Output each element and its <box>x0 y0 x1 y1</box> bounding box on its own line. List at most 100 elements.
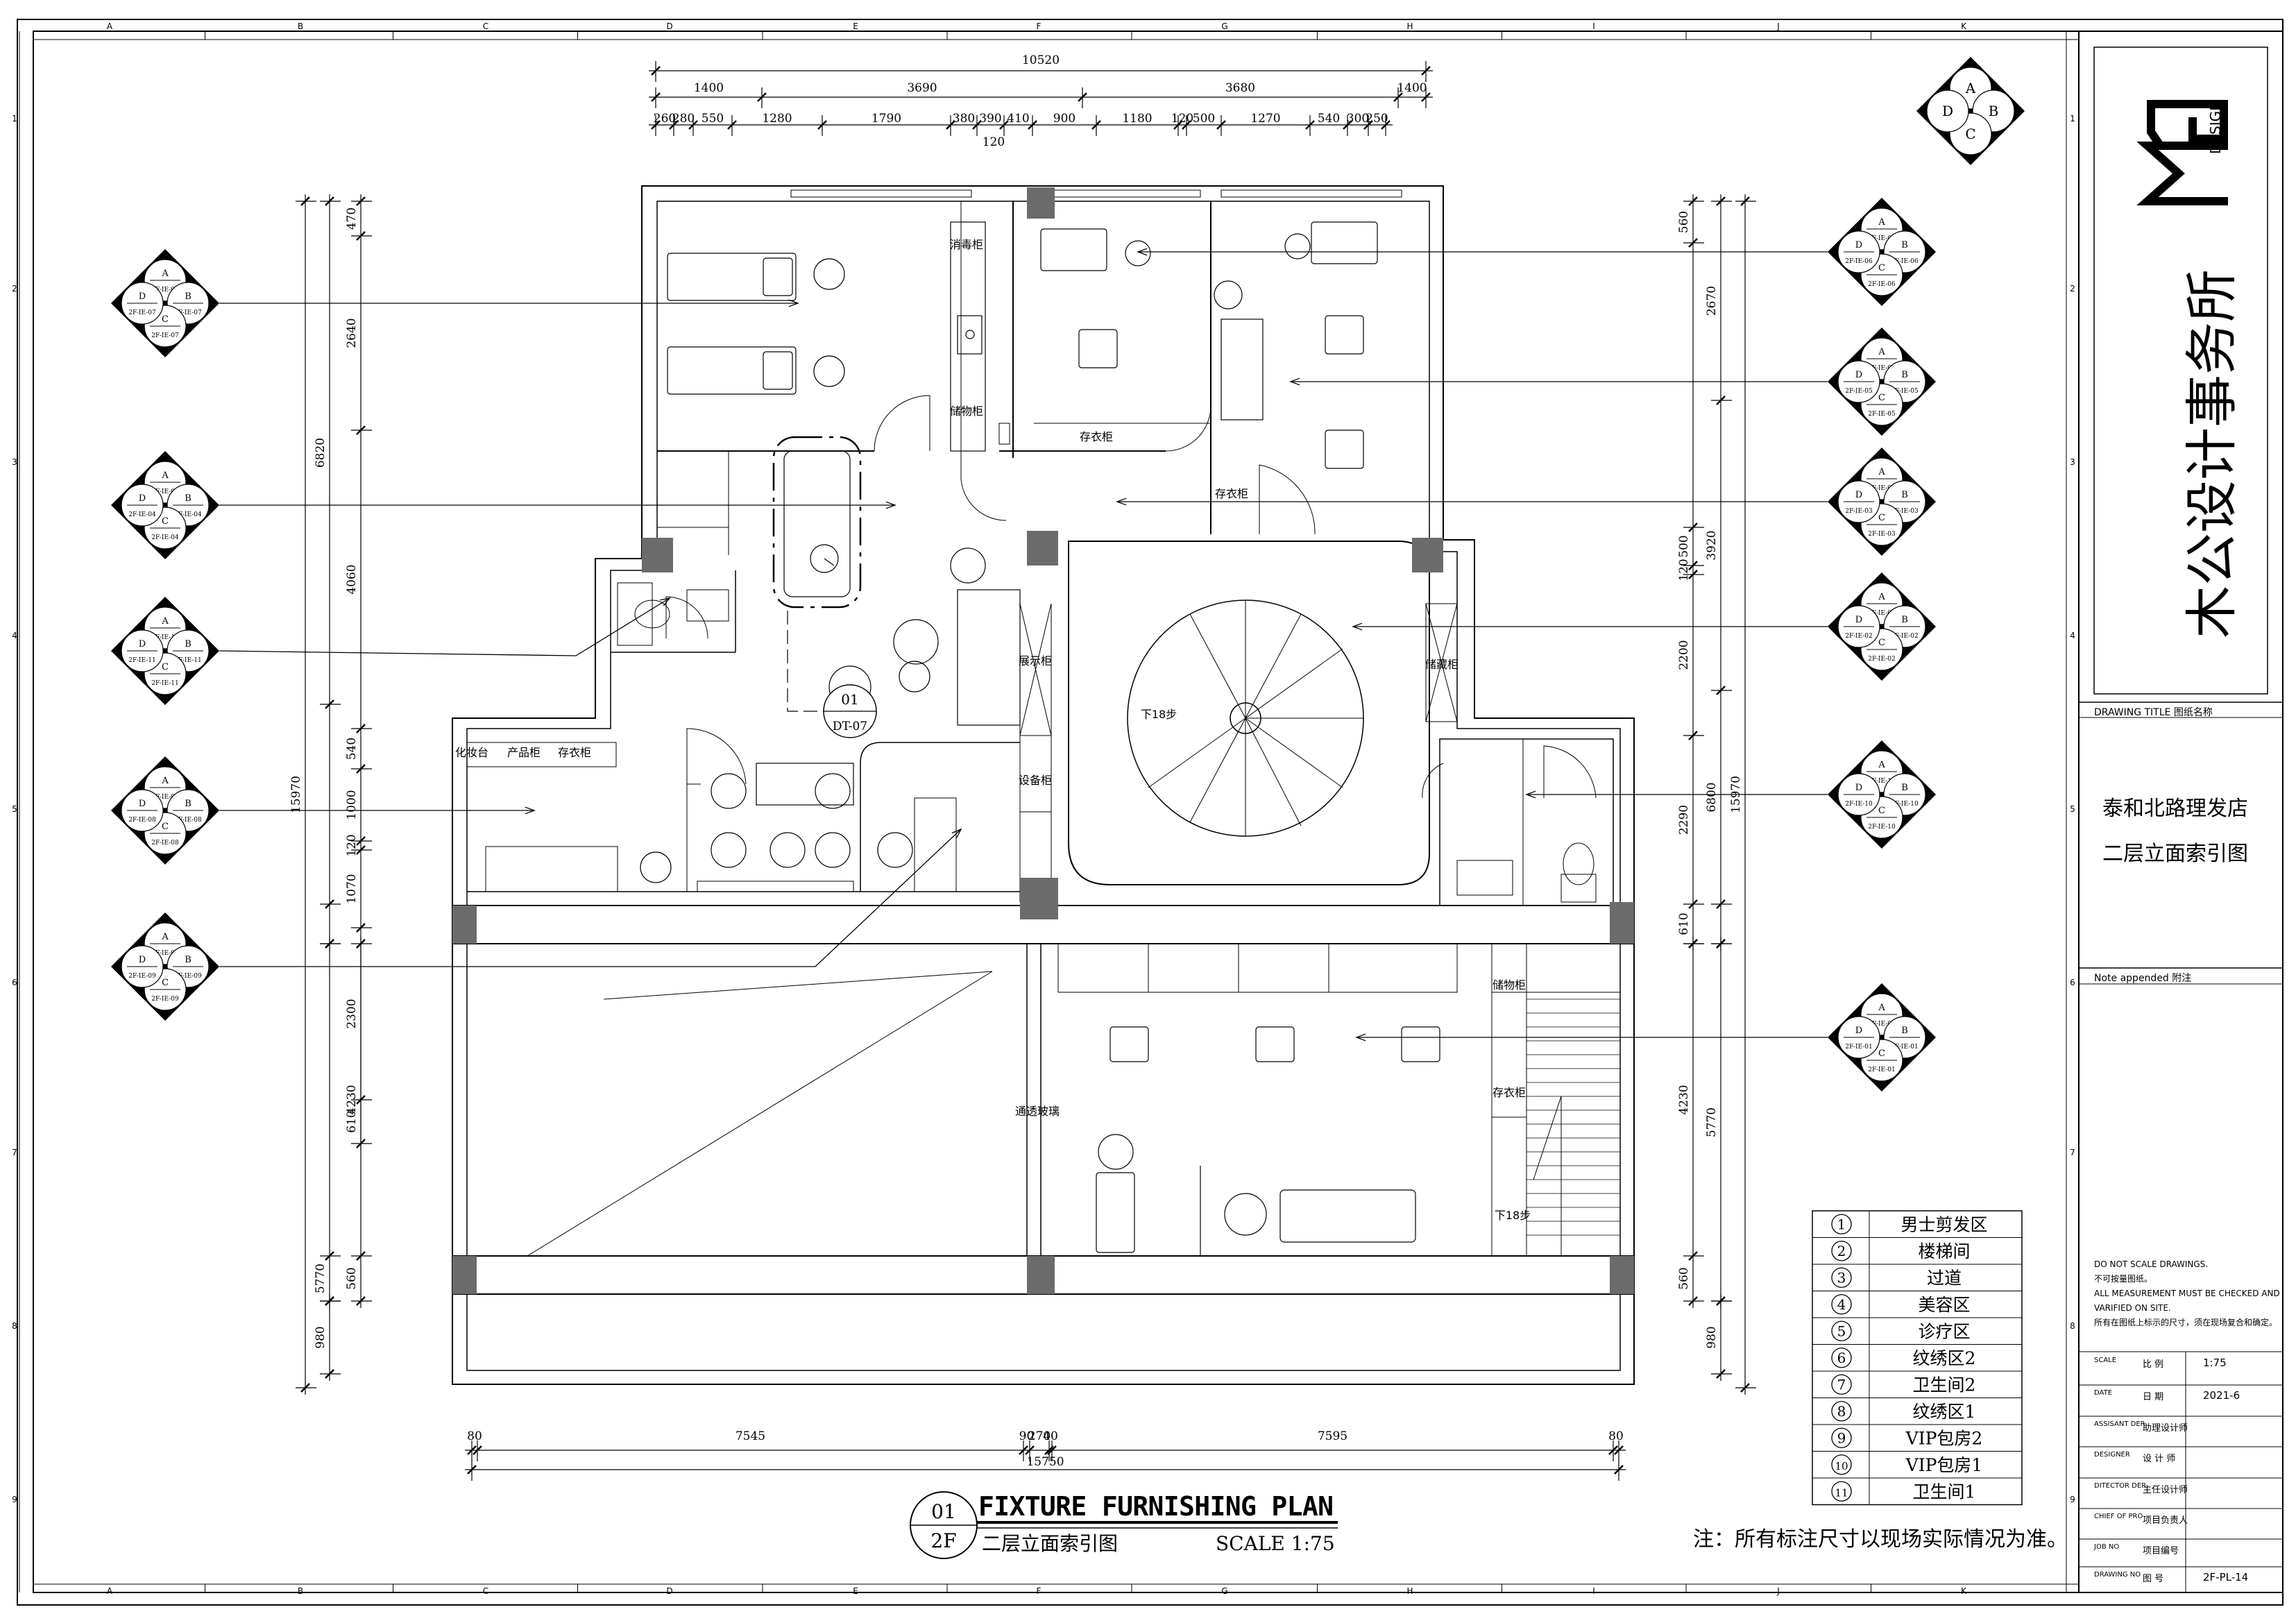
grid-col-label: H <box>1406 22 1413 31</box>
dimension-label: 1400 <box>694 81 724 95</box>
symbol-ref: 2F-IE-03 <box>1845 508 1873 515</box>
symbol-letter: C <box>1878 513 1885 523</box>
dimension-label: 5770 <box>314 1264 328 1293</box>
dimension-label: 260 <box>654 112 676 126</box>
grid-col-label: F <box>1037 1586 1041 1596</box>
grid-row-label: 6 <box>2070 978 2075 987</box>
grid-col-label: J <box>1776 22 1780 31</box>
symbol-letter: D <box>139 799 146 809</box>
symbol-ref: 2F-IE-11 <box>151 680 178 687</box>
dimension-label: 560 <box>1677 211 1691 233</box>
legend-room-name: 过道 <box>1927 1268 1962 1288</box>
grid-row-label: 5 <box>2070 804 2075 814</box>
room-label: 产品柜 <box>507 746 541 759</box>
legend-room-name: 男士剪发区 <box>1900 1214 1987 1234</box>
dimension-label: 3920 <box>1705 530 1719 560</box>
plan-number: 01 <box>931 1500 956 1523</box>
dimension-label: 1180 <box>1122 112 1152 126</box>
dimension-label: 2200 <box>1677 640 1691 670</box>
dimension-label: 980 <box>314 1326 328 1348</box>
symbol-letter: A <box>1878 1003 1885 1013</box>
legend-room-name: 美容区 <box>1918 1295 1970 1315</box>
symbol-ref: 2F-IE-06 <box>1868 281 1896 288</box>
legend-number: 6 <box>1837 1350 1846 1366</box>
symbol-ref: 2F-IE-07 <box>174 309 202 316</box>
dimension-label: 4060 <box>345 564 359 594</box>
symbol-letter: B <box>185 639 192 649</box>
footer-note: 注：所有标注尺寸以现场实际情况为准。 <box>1693 1527 2068 1552</box>
symbol-letter: C <box>1965 126 1975 142</box>
grid-row-label: 1 <box>12 114 17 124</box>
symbol-ref: 2F-IE-08 <box>151 840 179 847</box>
grid-col-label: D <box>666 22 672 31</box>
index-leader-line <box>219 829 962 967</box>
symbol-letter: A <box>161 470 169 481</box>
dimension-label: 250 <box>1366 112 1388 126</box>
grid-row-label: 2 <box>2070 284 2075 294</box>
dimension-label: 470 <box>345 207 359 230</box>
room-label: 通透玻璃 <box>1015 1105 1060 1118</box>
dimension-label: 15970 <box>289 776 303 813</box>
grid-col-label: E <box>853 1586 858 1596</box>
dimension-label: 2670 <box>1705 286 1719 316</box>
symbol-letter: A <box>1878 592 1885 602</box>
room-label: 储物柜 <box>1493 978 1526 992</box>
plan-subtitle: 二层立面索引图 <box>982 1532 1118 1555</box>
symbol-ref: 2F-IE-11 <box>128 657 155 664</box>
grid-row-label: 1 <box>2070 114 2075 124</box>
symbol-ref: 2F-IE-07 <box>151 287 179 294</box>
grid-row-label: 5 <box>12 804 17 814</box>
symbol-letter: C <box>1878 806 1885 816</box>
dimension-label: 3680 <box>1225 81 1255 95</box>
symbol-letter: C <box>1878 393 1885 403</box>
dimension-label: 500 <box>1677 535 1691 557</box>
symbol-letter: D <box>1855 370 1862 380</box>
room-label: 存衣柜 <box>1080 430 1113 443</box>
symbol-ref: 2F-IE-08 <box>151 794 179 801</box>
symbol-letter: C <box>162 822 169 832</box>
symbol-ref: 2F-IE-01 <box>1868 1067 1895 1073</box>
dimension-label: 560 <box>345 1267 359 1289</box>
symbol-letter: D <box>139 291 146 302</box>
grid-row-label: 8 <box>2070 1321 2075 1331</box>
symbol-letter: D <box>1855 240 1862 250</box>
dimension-label: 4230 <box>1677 1085 1691 1114</box>
symbol-ref: 2F-IE-04 <box>151 488 179 495</box>
dimension-label: 540 <box>345 738 359 760</box>
legend-number: 5 <box>1837 1323 1846 1339</box>
symbol-ref: 2F-IE-05 <box>1868 365 1896 372</box>
index-leader-line <box>219 597 670 656</box>
plan-title-block: 01 2F FIXTURE FURNISHING PLAN 二层立面索引图 SC… <box>910 1491 1338 1559</box>
symbol-ref: 2F-IE-06 <box>1868 235 1896 242</box>
legend-number: 4 <box>1837 1296 1846 1313</box>
grid-row-label: 7 <box>2070 1148 2075 1157</box>
symbol-letter: B <box>185 955 192 965</box>
symbol-ref: 2F-IE-02 <box>1845 633 1872 640</box>
legend-number: 8 <box>1837 1403 1846 1420</box>
grid-col-label: E <box>853 22 858 31</box>
grid-col-label: K <box>1961 1586 1967 1596</box>
symbol-ref: 2F-IE-02 <box>1891 633 1918 640</box>
grid-row-label: 7 <box>12 1148 17 1157</box>
legend-number: 9 <box>1837 1429 1846 1446</box>
grid-col-label: C <box>483 1586 488 1596</box>
symbol-ref: 2F-IE-09 <box>151 996 179 1003</box>
grid-col-label: I <box>1592 22 1595 31</box>
symbol-ref: 2F-IE-09 <box>151 950 179 957</box>
symbol-ref: 2F-IE-10 <box>1845 801 1873 808</box>
symbol-ref: 2F-IE-08 <box>128 817 156 824</box>
dimension-label: 2640 <box>345 318 359 348</box>
room-label: 下18步 <box>1141 708 1177 721</box>
symbol-letter: B <box>1901 1026 1908 1036</box>
company-logo <box>2136 100 2228 205</box>
dimension-label: 1790 <box>871 112 901 126</box>
dimension-label: 120 <box>983 135 1005 149</box>
dimension-label: 1000 <box>345 790 359 819</box>
symbol-ref: 2F-IE-04 <box>174 511 202 518</box>
